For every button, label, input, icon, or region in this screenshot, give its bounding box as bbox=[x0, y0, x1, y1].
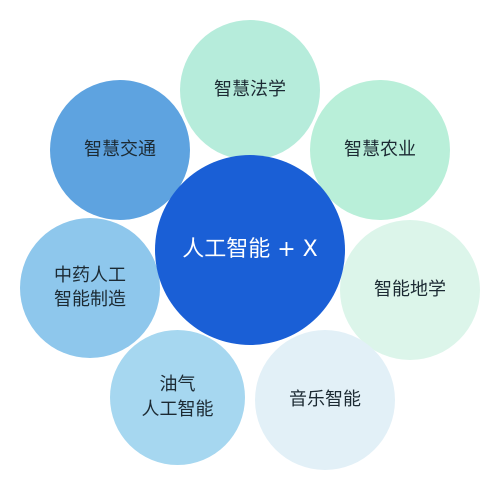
node-label: 智慧交通 bbox=[84, 138, 156, 160]
node-intelligent-geoscience: 智能地学 bbox=[340, 220, 480, 360]
node-music-intelligence: 音乐智能 bbox=[255, 330, 395, 470]
node-label: 中药人工 智能制造 bbox=[54, 264, 126, 310]
node-label: 油气 人工智能 bbox=[141, 374, 214, 420]
node-smart-law: 智慧法学 bbox=[180, 20, 320, 160]
node-label: 智能地学 bbox=[374, 278, 446, 300]
node-smart-agriculture: 智慧农业 bbox=[310, 80, 450, 220]
node-label: 智慧农业 bbox=[344, 138, 416, 160]
node-oil-gas-ai: 油气 人工智能 bbox=[110, 330, 245, 465]
center-node-ai-plus-x: 人工智能 + X bbox=[155, 155, 345, 345]
node-label: 智慧法学 bbox=[214, 78, 286, 100]
node-label: 音乐智能 bbox=[289, 388, 361, 410]
center-label: 人工智能 + X bbox=[182, 237, 318, 263]
node-tcm-intelligent-manufacturing: 中药人工 智能制造 bbox=[20, 218, 160, 358]
node-smart-traffic: 智慧交通 bbox=[50, 80, 190, 220]
